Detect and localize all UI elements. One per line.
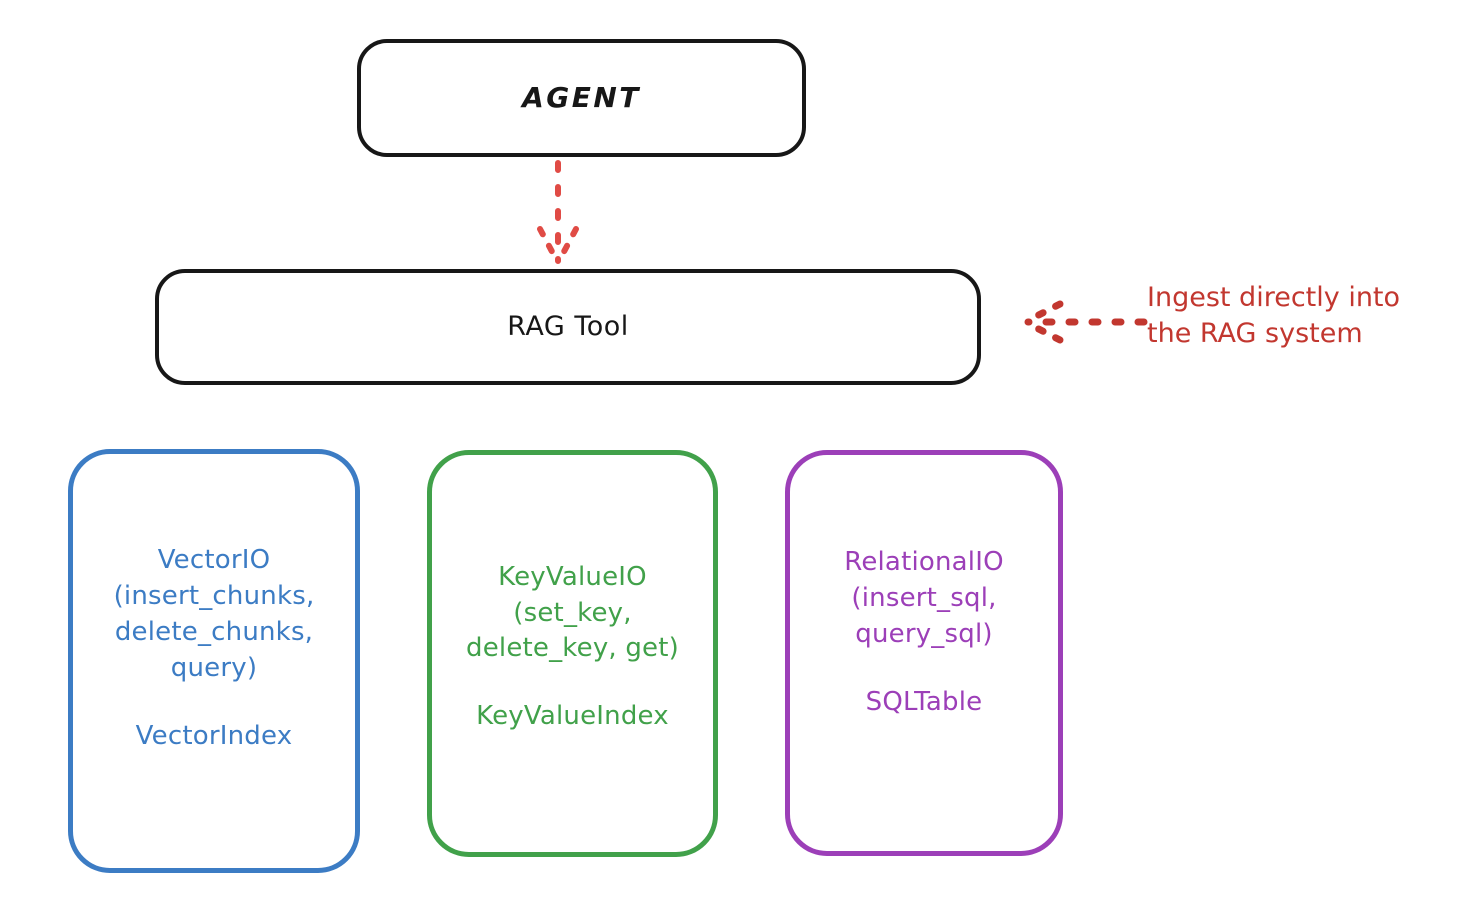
key-value-io-index-label: KeyValueIndex [476,701,669,732]
key-value-io-node[interactable]: KeyValueIO (set_key, delete_key, get) Ke… [427,450,718,857]
relational-io-content: RelationalIO (insert_sql, query_sql) SQL… [844,545,1004,717]
vector-io-node[interactable]: VectorIO (insert_chunks, delete_chunks, … [68,449,360,873]
relational-io-node[interactable]: RelationalIO (insert_sql, query_sql) SQL… [785,450,1063,856]
key-value-io-content: KeyValueIO (set_key, delete_key, get) Ke… [466,560,679,732]
ingest-arrow-head-top [1023,300,1064,325]
vector-io-index-label: VectorIndex [135,720,293,751]
relational-io-index-label: SQLTable [865,686,983,717]
vector-io-content: VectorIO (insert_chunks, delete_chunks, … [114,543,315,751]
agent-node[interactable]: AGENT [357,39,806,157]
key-value-io-api-label: KeyValueIO (set_key, delete_key, get) [466,561,679,664]
ingest-arrow [1023,300,1148,344]
connector-arrowhead-right [556,226,579,264]
ingest-arrow-head-bottom [1023,319,1064,344]
connector-arrowhead-left [537,226,560,264]
rag-tool-node[interactable]: RAG Tool [155,269,981,385]
relational-io-api-label: RelationalIO (insert_sql, query_sql) [844,547,1004,649]
agent-to-rag-tool-connector [537,160,579,264]
vector-io-api-label: VectorIO (insert_chunks, delete_chunks, … [113,545,315,683]
agent-node-label: AGENT [522,81,641,115]
ingest-annotation-text: Ingest directly into the RAG system [1147,282,1401,349]
rag-tool-node-label: RAG Tool [507,310,629,342]
